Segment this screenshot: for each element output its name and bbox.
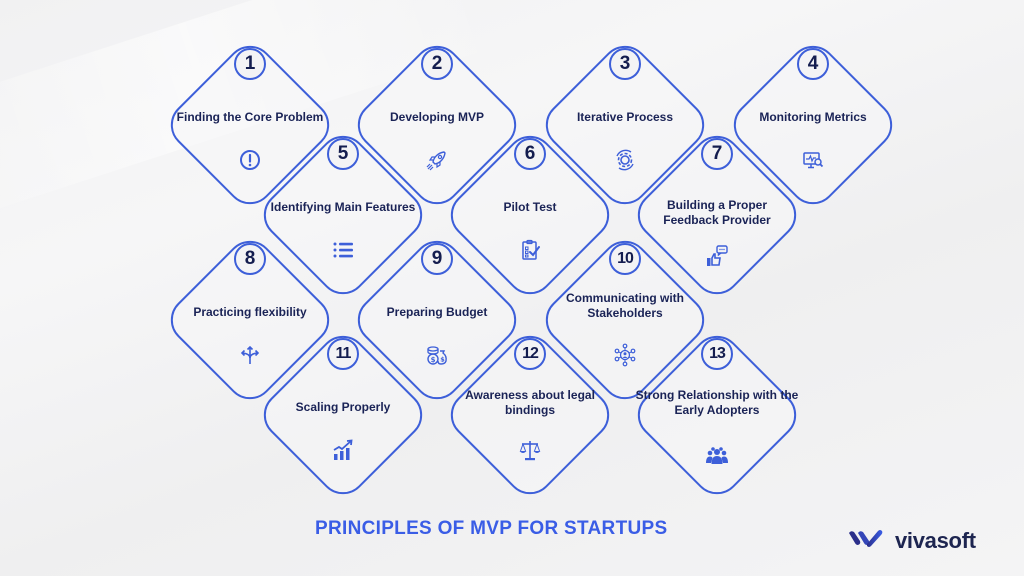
svg-text:$: $ [440, 356, 445, 364]
principle-label: Building a Proper Feedback Provider [663, 198, 771, 227]
step-number: 12 [514, 338, 546, 370]
step-number: 11 [327, 338, 359, 370]
principle-12: 12 Awareness about legal bindings [435, 320, 625, 510]
step-number: 3 [609, 48, 641, 80]
principle-13: 13 Strong Relationship with the Early Ad… [622, 320, 812, 510]
principle-label: Pilot Test [503, 199, 557, 214]
principle-label: Identifying Main Features [270, 199, 416, 214]
principle-label: Preparing Budget [386, 304, 488, 319]
step-number: 9 [421, 243, 453, 275]
principle-8: 8 Practicing flexibility [155, 225, 345, 415]
principle-5: 5 Identifying Main Features [248, 120, 438, 310]
principle-label: Finding the Core Problem [176, 109, 324, 124]
step-number: 5 [327, 138, 359, 170]
list-icon [331, 238, 355, 262]
principle-label: Awareness about legal bindings [465, 388, 595, 417]
principle-3: 3 Iterative Process [530, 30, 720, 220]
monitor-analytics-icon [801, 148, 825, 172]
principle-4: 4 Monitoring Metrics [718, 30, 908, 220]
step-number: 13 [701, 338, 733, 370]
principle-label: Strong Relationship with the Early Adopt… [635, 388, 799, 417]
step-number: 2 [421, 48, 453, 80]
principle-label: Monitoring Metrics [759, 109, 867, 124]
principle-7: 7 Building a Proper Feedback Provider [622, 120, 812, 310]
principle-label: Communicating with Stakeholders [566, 291, 684, 320]
growth-chart-icon [331, 438, 355, 462]
principle-label: Iterative Process [576, 109, 674, 124]
rocket-icon [425, 148, 449, 172]
group-icon [705, 444, 729, 468]
principle-6: 6 Pilot Test [435, 120, 625, 310]
principle-10: 10 Communicating with Stakeholders [530, 225, 720, 415]
clipboard-check-icon [518, 238, 542, 262]
gear-cycle-icon [613, 148, 637, 172]
page-title: PRINCIPLES OF MVP FOR STARTUPS [315, 518, 668, 539]
principle-2: 2 Developing MVP [342, 30, 532, 220]
step-number: 1 [234, 48, 266, 80]
principle-label: Practicing flexibility [193, 304, 307, 319]
principle-1: 1 Finding the Core Problem [155, 30, 345, 220]
svg-text:$: $ [431, 356, 436, 364]
principle-9: 9 Preparing Budget $$ [342, 225, 532, 415]
principle-label: Scaling Properly [295, 399, 391, 414]
principle-11: 11 Scaling Properly [248, 320, 438, 510]
step-number: 4 [797, 48, 829, 80]
thumbs-up-chat-icon [705, 244, 729, 268]
money-bags-icon: $$ [425, 343, 449, 367]
step-number: 6 [514, 138, 546, 170]
step-number: 8 [234, 243, 266, 275]
step-number: 10 [609, 243, 641, 275]
vivasoft-logo-icon [847, 527, 887, 554]
split-arrows-icon [238, 343, 262, 367]
brand-logo: vivasoft [847, 527, 976, 554]
principle-label: Developing MVP [389, 109, 484, 124]
exclamation-circle-icon [238, 148, 262, 172]
brand-name: vivasoft [895, 527, 976, 553]
scales-icon [518, 438, 542, 462]
step-number: 7 [701, 138, 733, 170]
network-user-icon [613, 343, 637, 367]
